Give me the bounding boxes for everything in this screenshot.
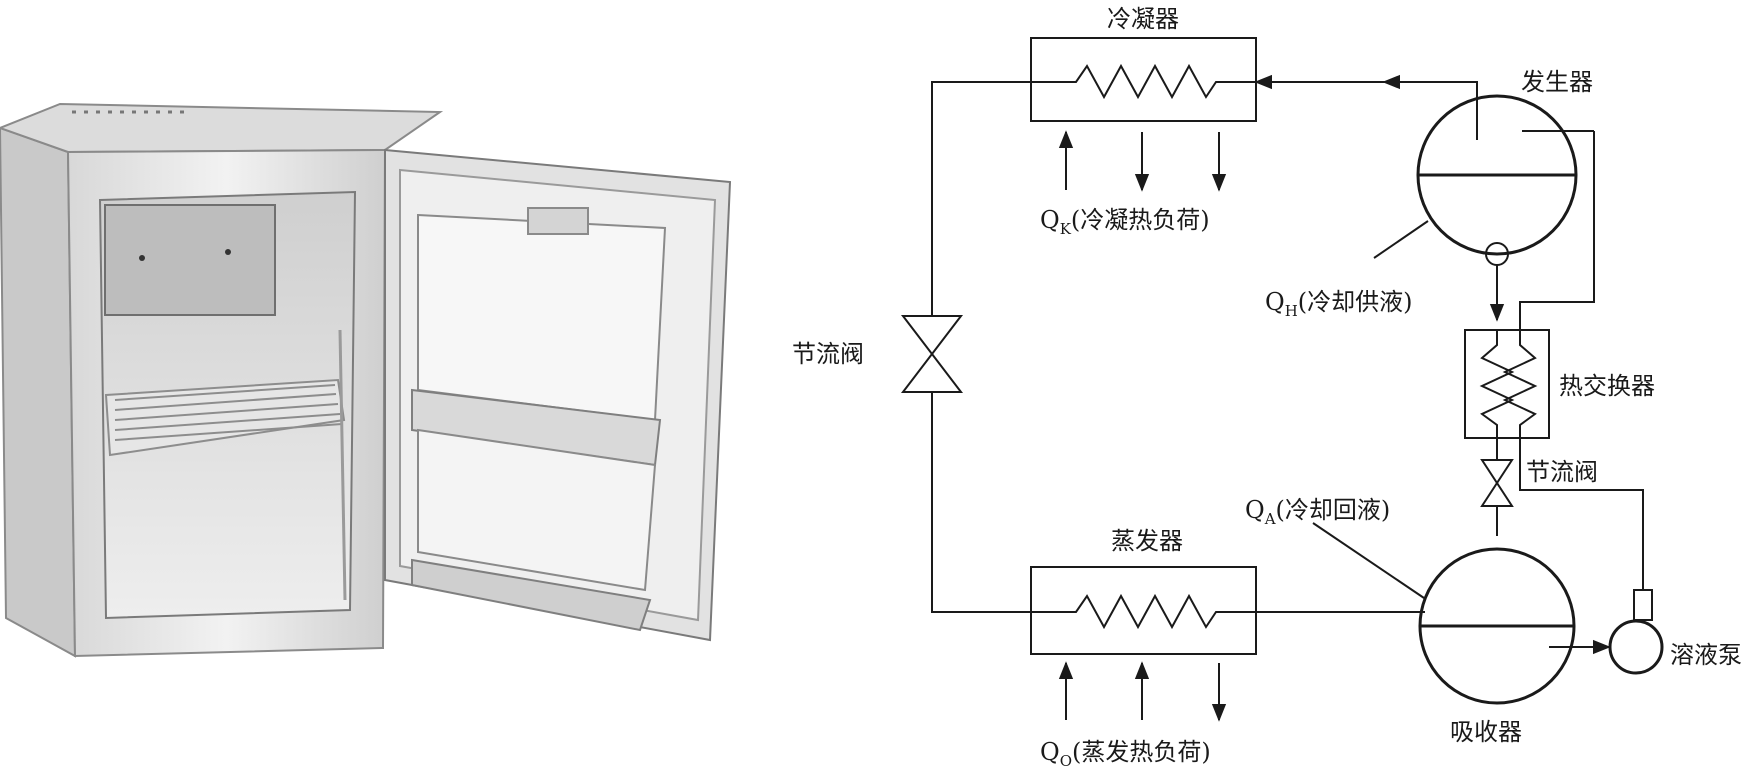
solution-pump xyxy=(1610,621,1662,673)
condenser-label: 冷凝器 xyxy=(1107,5,1179,33)
pipe-left-lower xyxy=(932,392,1031,612)
qk-label: QK(冷凝热负荷) xyxy=(1040,206,1210,238)
hx-coil-2 xyxy=(1505,330,1535,438)
refrigerator-photo xyxy=(0,104,730,656)
evaporator-label: 蒸发器 xyxy=(1111,527,1183,555)
qh-leader xyxy=(1374,221,1428,258)
evaporator-coil xyxy=(1031,596,1256,627)
heat-exchanger-label: 热交换器 xyxy=(1559,372,1655,400)
pump-outlet xyxy=(1634,590,1652,620)
condenser-coil xyxy=(1031,66,1256,97)
pump-label: 溶液泵 xyxy=(1670,641,1742,669)
throttle-valve-right xyxy=(1482,460,1512,506)
heat-exchanger-box xyxy=(1465,330,1549,438)
hx-coil-1 xyxy=(1482,330,1512,438)
qa-leader xyxy=(1313,523,1424,598)
evaporator-box xyxy=(1031,567,1256,654)
pipe-return-right xyxy=(1520,131,1594,330)
qo-label: QO(蒸发热负荷) xyxy=(1040,738,1211,769)
pipe-generator-condenser xyxy=(1256,82,1477,140)
throttle-left-label: 节流阀 xyxy=(792,340,864,368)
condenser-box xyxy=(1031,38,1256,121)
absorber-label: 吸收器 xyxy=(1450,718,1522,746)
throttle-valve-left xyxy=(903,316,961,392)
generator-label: 发生器 xyxy=(1521,68,1593,96)
pipe-left xyxy=(932,82,1031,316)
absorption-cycle-diagram: 冷凝器 QK(冷凝热负荷) 节流阀 发生器 QH(冷却供液) xyxy=(792,5,1742,769)
qh-label: QH(冷却供液) xyxy=(1265,288,1413,320)
throttle-right-label: 节流阀 xyxy=(1526,458,1598,486)
qa-label: QA(冷却回液) xyxy=(1245,496,1390,528)
